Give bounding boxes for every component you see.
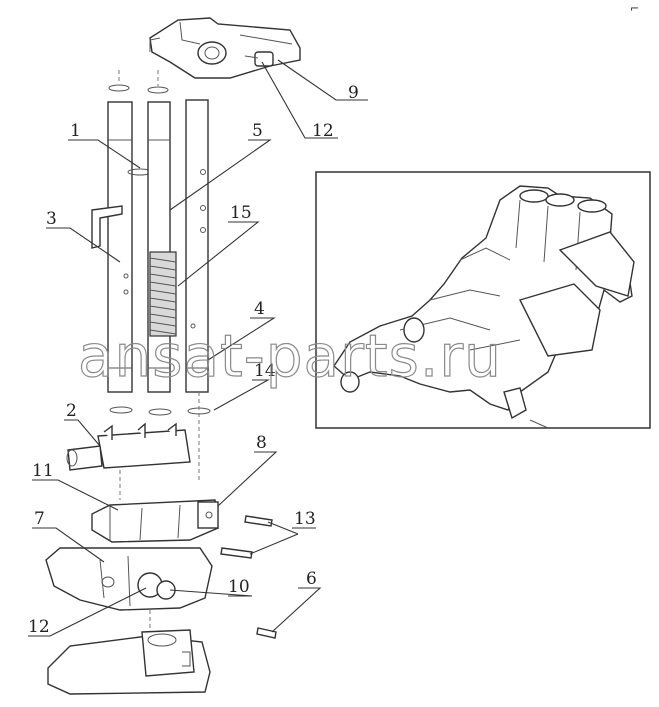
label-3: 3 (46, 209, 57, 229)
label-11: 11 (32, 461, 54, 481)
label-7: 7 (34, 509, 45, 529)
label-1: 1 (70, 121, 81, 141)
label-4: 4 (254, 299, 265, 319)
tube-right (185, 99, 209, 393)
label-9: 9 (348, 83, 359, 103)
label-5: 5 (252, 121, 263, 141)
assembled-view-inset (315, 171, 651, 429)
tube-left (107, 101, 153, 393)
small-pin (256, 627, 277, 639)
label-14: 14 (254, 361, 276, 381)
label-12-bottom: 12 (28, 617, 50, 637)
callout-labels: 9 12 1 5 15 3 4 14 2 8 11 13 7 10 6 12 ⌐ (28, 2, 639, 637)
clamp-ring (91, 499, 219, 543)
label-12-top: 12 (312, 121, 334, 141)
corner-mark: ⌐ (630, 2, 639, 15)
latch-clip (91, 205, 123, 249)
clamp-block (66, 422, 191, 500)
spring (149, 251, 177, 337)
pins (220, 515, 273, 559)
leader-lines (28, 59, 368, 637)
o-rings-bottom (109, 392, 211, 480)
bottom-cover (47, 629, 211, 695)
label-15: 15 (230, 203, 252, 223)
label-13: 13 (294, 509, 316, 529)
top-bracket (149, 17, 301, 79)
label-8: 8 (256, 433, 267, 453)
label-10: 10 (228, 577, 250, 597)
label-6: 6 (306, 569, 317, 589)
o-rings-top (108, 70, 169, 94)
label-2: 2 (66, 401, 77, 421)
watermark: ansat-parts.ru (78, 322, 502, 390)
lower-housing (45, 547, 213, 635)
